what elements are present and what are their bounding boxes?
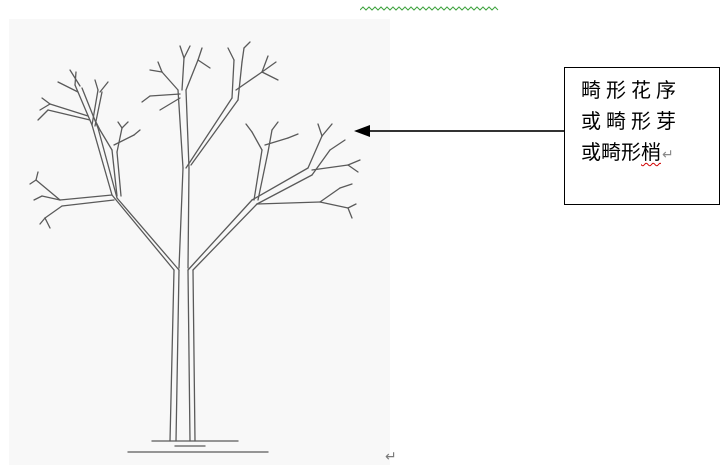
callout-line-3-main: 或畸形 [581, 140, 641, 164]
callout-line-2: 或畸形芽 [581, 109, 681, 133]
grammar-squiggle-icon [360, 6, 499, 11]
callout-line-1: 畸形花序 [581, 78, 681, 102]
figure-background [9, 19, 390, 465]
paragraph-mark-icon: ↵ [662, 147, 674, 163]
spell-check-word[interactable]: 梢 [641, 140, 661, 164]
callout-text-box[interactable]: 畸形花序 或畸形芽 或畸形梢↵ [564, 67, 720, 205]
end-paragraph-mark-icon: ↵ [385, 449, 397, 465]
callout-line-3: 或畸形梢↵ [581, 137, 719, 171]
